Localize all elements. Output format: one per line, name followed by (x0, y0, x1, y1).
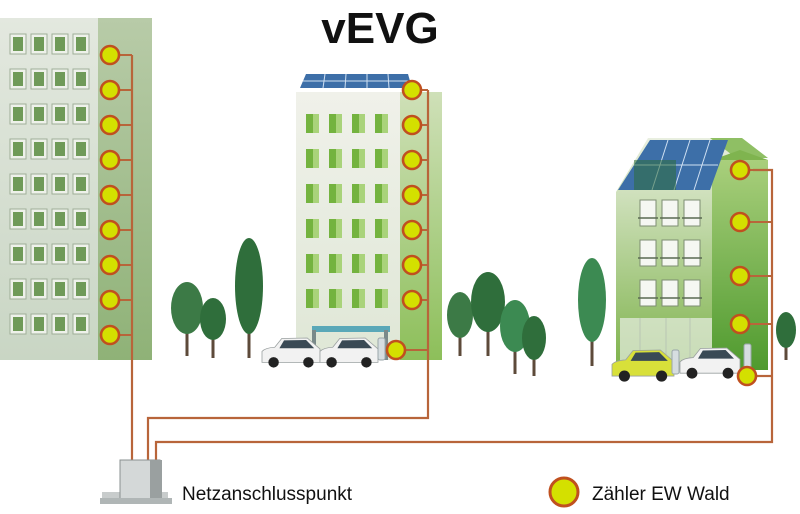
meter-icon (99, 289, 121, 311)
window (661, 239, 679, 267)
cars (261, 337, 741, 382)
meter-icon (729, 159, 751, 181)
right-building-windows (638, 199, 702, 307)
meter-icon (736, 365, 758, 387)
meter-icon (548, 476, 580, 508)
tree-icon (171, 282, 203, 356)
meter-icon (99, 79, 121, 101)
left-apartment-building (0, 18, 152, 360)
meter-icon (385, 339, 407, 361)
meter-icon (401, 149, 423, 171)
tree-icon (200, 298, 226, 358)
meter-icon (99, 114, 121, 136)
meter-icon (401, 79, 423, 101)
window (661, 199, 679, 227)
connection-box-icon (100, 459, 172, 504)
tree-icon (235, 238, 263, 358)
meter-connections (119, 54, 772, 351)
window (661, 279, 679, 307)
left-building-windows (9, 33, 90, 335)
tree-icon (578, 258, 606, 366)
solar-panel-icon (300, 73, 412, 89)
meter-icon (99, 184, 121, 206)
meter-icon (729, 265, 751, 287)
meter-icon (401, 254, 423, 276)
tree-icon (471, 272, 505, 356)
window (639, 279, 657, 307)
meter-icon (99, 324, 121, 346)
meter-icon (99, 219, 121, 241)
tree-icon (776, 312, 796, 360)
tree-icon (522, 316, 546, 376)
middle-building-windows (306, 114, 388, 308)
window (683, 279, 701, 307)
right-green-building (616, 138, 768, 370)
diagram-title: vEVG (321, 4, 439, 53)
meter-icon (401, 114, 423, 136)
meter-legend-label: Zähler EW Wald (592, 484, 730, 505)
meter-icon (729, 211, 751, 233)
window (683, 199, 701, 227)
window (639, 199, 657, 227)
meter-icon (99, 254, 121, 276)
window (639, 239, 657, 267)
car-icon (679, 347, 741, 379)
car-icon (611, 349, 675, 382)
car-icon (319, 337, 379, 368)
meter-icon (729, 313, 751, 335)
meter-icon (401, 184, 423, 206)
trees (171, 238, 796, 376)
connection-point-label: Netzanschlusspunkt (182, 484, 353, 505)
middle-apartment-building (296, 73, 442, 360)
meter-icon (99, 44, 121, 66)
meter-icon (401, 289, 423, 311)
car-icon (261, 337, 321, 368)
meters (99, 44, 758, 387)
tree-icon (447, 292, 473, 356)
meter-icon (99, 149, 121, 171)
meter-icon (401, 219, 423, 241)
window (683, 239, 701, 267)
charging-station-icon (377, 337, 752, 375)
